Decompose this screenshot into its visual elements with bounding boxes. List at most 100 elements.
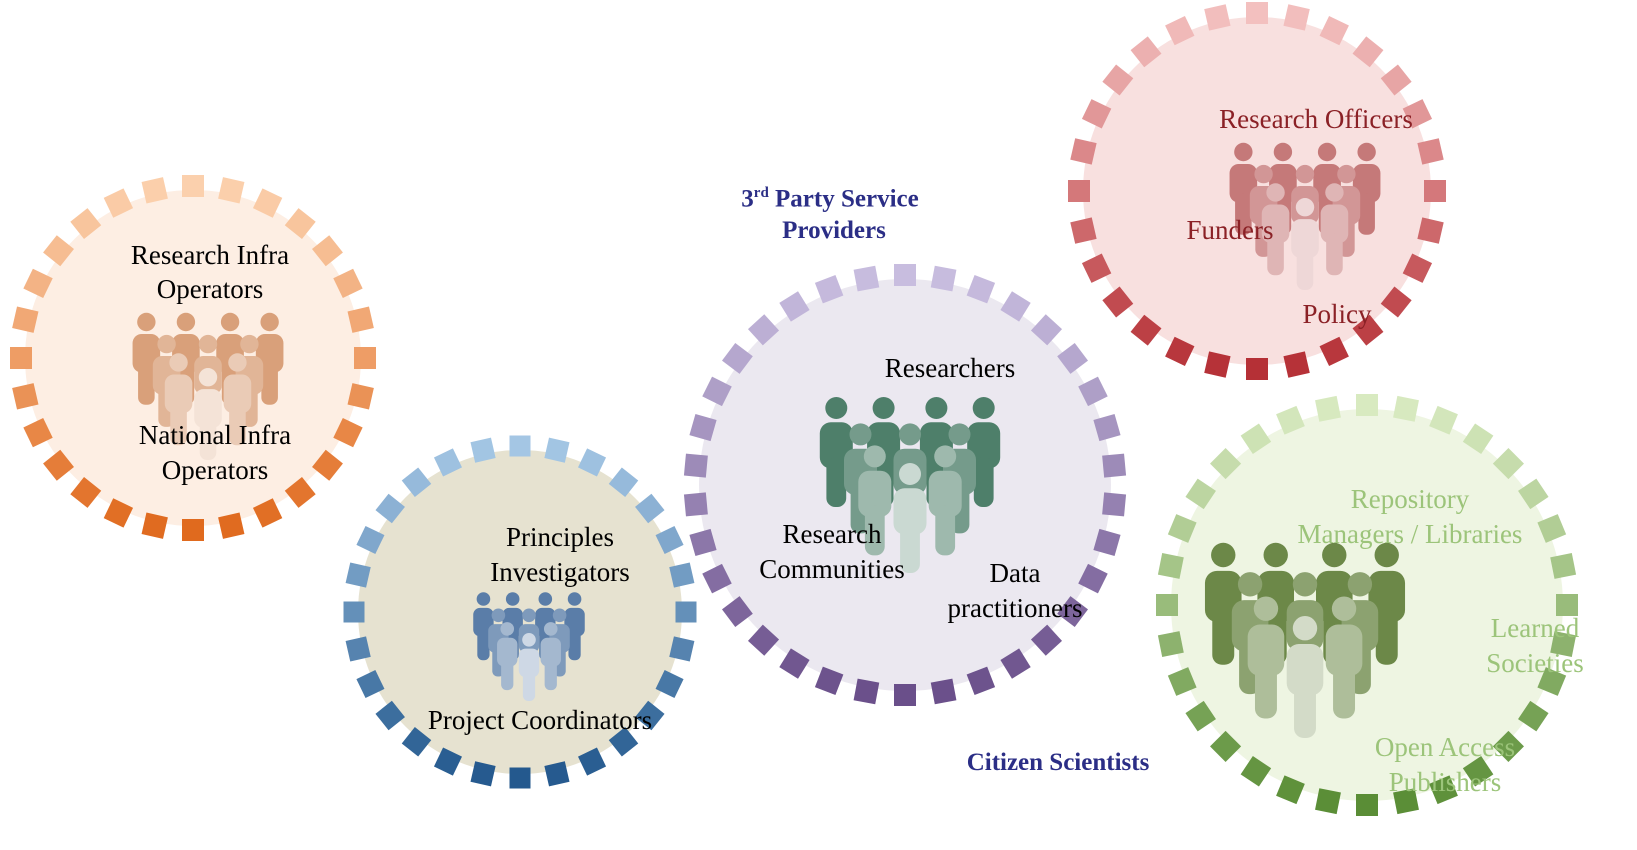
label-communities: Communities	[759, 554, 905, 584]
ring-dash	[814, 274, 844, 304]
ring-dash	[1156, 594, 1178, 616]
ring-dash	[1319, 336, 1349, 367]
ring-dash	[1537, 514, 1567, 543]
ring-dash	[702, 563, 732, 594]
ring-dash	[635, 700, 665, 731]
ring-dash	[141, 512, 168, 539]
ring-dash	[608, 727, 639, 757]
ring-dash	[509, 435, 531, 457]
ring-dash	[1210, 448, 1242, 480]
person-icon	[164, 353, 193, 446]
ring-dash	[70, 477, 102, 508]
label-providers: Providers	[782, 217, 886, 244]
stakeholder-circle-publishing	[1156, 394, 1578, 816]
person-icon	[1352, 142, 1381, 235]
ring-dash	[43, 449, 74, 481]
ring-dash	[252, 498, 283, 528]
person-icon	[1257, 542, 1295, 665]
people-group-icon	[132, 312, 284, 460]
ring-dash	[1030, 314, 1063, 346]
ring-dash	[343, 601, 365, 623]
ring-dash	[1057, 343, 1088, 374]
label-societies: Societies	[1486, 648, 1584, 678]
ring-dash	[1315, 395, 1341, 422]
ring-dash	[347, 383, 374, 410]
ring-dash	[1417, 217, 1444, 244]
label-operators-2: Operators	[161, 455, 269, 485]
ring-dash	[284, 208, 316, 239]
stakeholder-circle-funding	[1068, 2, 1446, 380]
ring-dash	[1556, 594, 1578, 616]
ring-dash	[544, 761, 570, 787]
ring-dash	[930, 265, 957, 292]
label-research-infra: Research Infra	[130, 240, 290, 270]
label-project-coordinators: Project Coordinators	[427, 705, 653, 735]
label-third-party: 3rd Party Service	[700, 176, 960, 216]
stakeholder-circle-projects	[343, 435, 697, 789]
ring-dash	[433, 448, 462, 477]
label-researchers: Researchers	[884, 353, 1016, 383]
label-data: Data	[989, 558, 1041, 588]
ring-dash	[1000, 648, 1031, 679]
ring-dash	[1492, 448, 1524, 480]
ring-dash	[1356, 394, 1378, 416]
label-practitioners: practitioners	[947, 593, 1083, 623]
ring-dash	[1319, 15, 1349, 46]
ring-dash	[722, 343, 753, 374]
ring-dash	[1283, 4, 1310, 31]
ring-dash	[966, 274, 996, 304]
ring-dash	[1130, 314, 1162, 346]
ring-dash	[1093, 413, 1121, 442]
ring-dash	[853, 265, 880, 292]
label-principles: Principles	[506, 522, 614, 552]
people-group-icon	[819, 397, 1001, 573]
label-funders: Funders	[1186, 215, 1274, 245]
ring-dash	[23, 417, 53, 448]
ring-dash	[1315, 788, 1341, 815]
ring-dash	[433, 747, 462, 776]
ring-dash	[333, 268, 363, 299]
stakeholder-circle-infrastructure	[10, 175, 376, 541]
ring-dash	[669, 562, 695, 588]
label-third-party-number: 3	[741, 185, 754, 213]
ring-dash	[1093, 528, 1121, 557]
ring-dash	[1380, 286, 1412, 318]
ring-dash	[1185, 700, 1216, 732]
ring-dash	[347, 306, 374, 333]
ring-dash	[1078, 376, 1108, 407]
label-third-party-superscript: rd	[753, 185, 769, 201]
person-icon	[1247, 596, 1285, 719]
ring-dash	[1130, 36, 1162, 68]
ring-dash	[1000, 291, 1031, 322]
person-icon	[1291, 198, 1319, 290]
ring-dash	[1402, 99, 1433, 129]
ring-dash	[354, 347, 376, 369]
ring-dash	[747, 624, 780, 656]
ring-dash	[312, 235, 343, 267]
ring-dash	[141, 177, 168, 204]
ring-dash	[1240, 756, 1272, 787]
ring-dash	[470, 761, 496, 787]
ring-dash	[356, 670, 385, 699]
ring-dash	[1462, 756, 1494, 787]
ring-dash	[747, 314, 780, 346]
ring-dash	[1204, 4, 1231, 31]
ring-dash	[1102, 453, 1127, 478]
ring-dash	[1081, 253, 1112, 283]
ring-dash	[1070, 138, 1097, 165]
ring-dash	[655, 525, 684, 554]
person-icon	[518, 633, 540, 701]
ring-dash	[312, 449, 343, 481]
ring-dash	[1167, 514, 1197, 543]
ring-dash	[689, 528, 717, 557]
person-icon	[1261, 183, 1290, 276]
person-icon	[1229, 142, 1258, 235]
label-citizen-scientists: Citizen Scientists	[966, 749, 1150, 776]
label-publishers: Publishers	[1388, 767, 1502, 797]
ring-dash	[1393, 788, 1419, 815]
ring-dash	[1518, 700, 1549, 732]
ring-dash	[509, 767, 531, 789]
ring-dash	[1246, 2, 1268, 24]
ring-dash	[401, 467, 432, 497]
